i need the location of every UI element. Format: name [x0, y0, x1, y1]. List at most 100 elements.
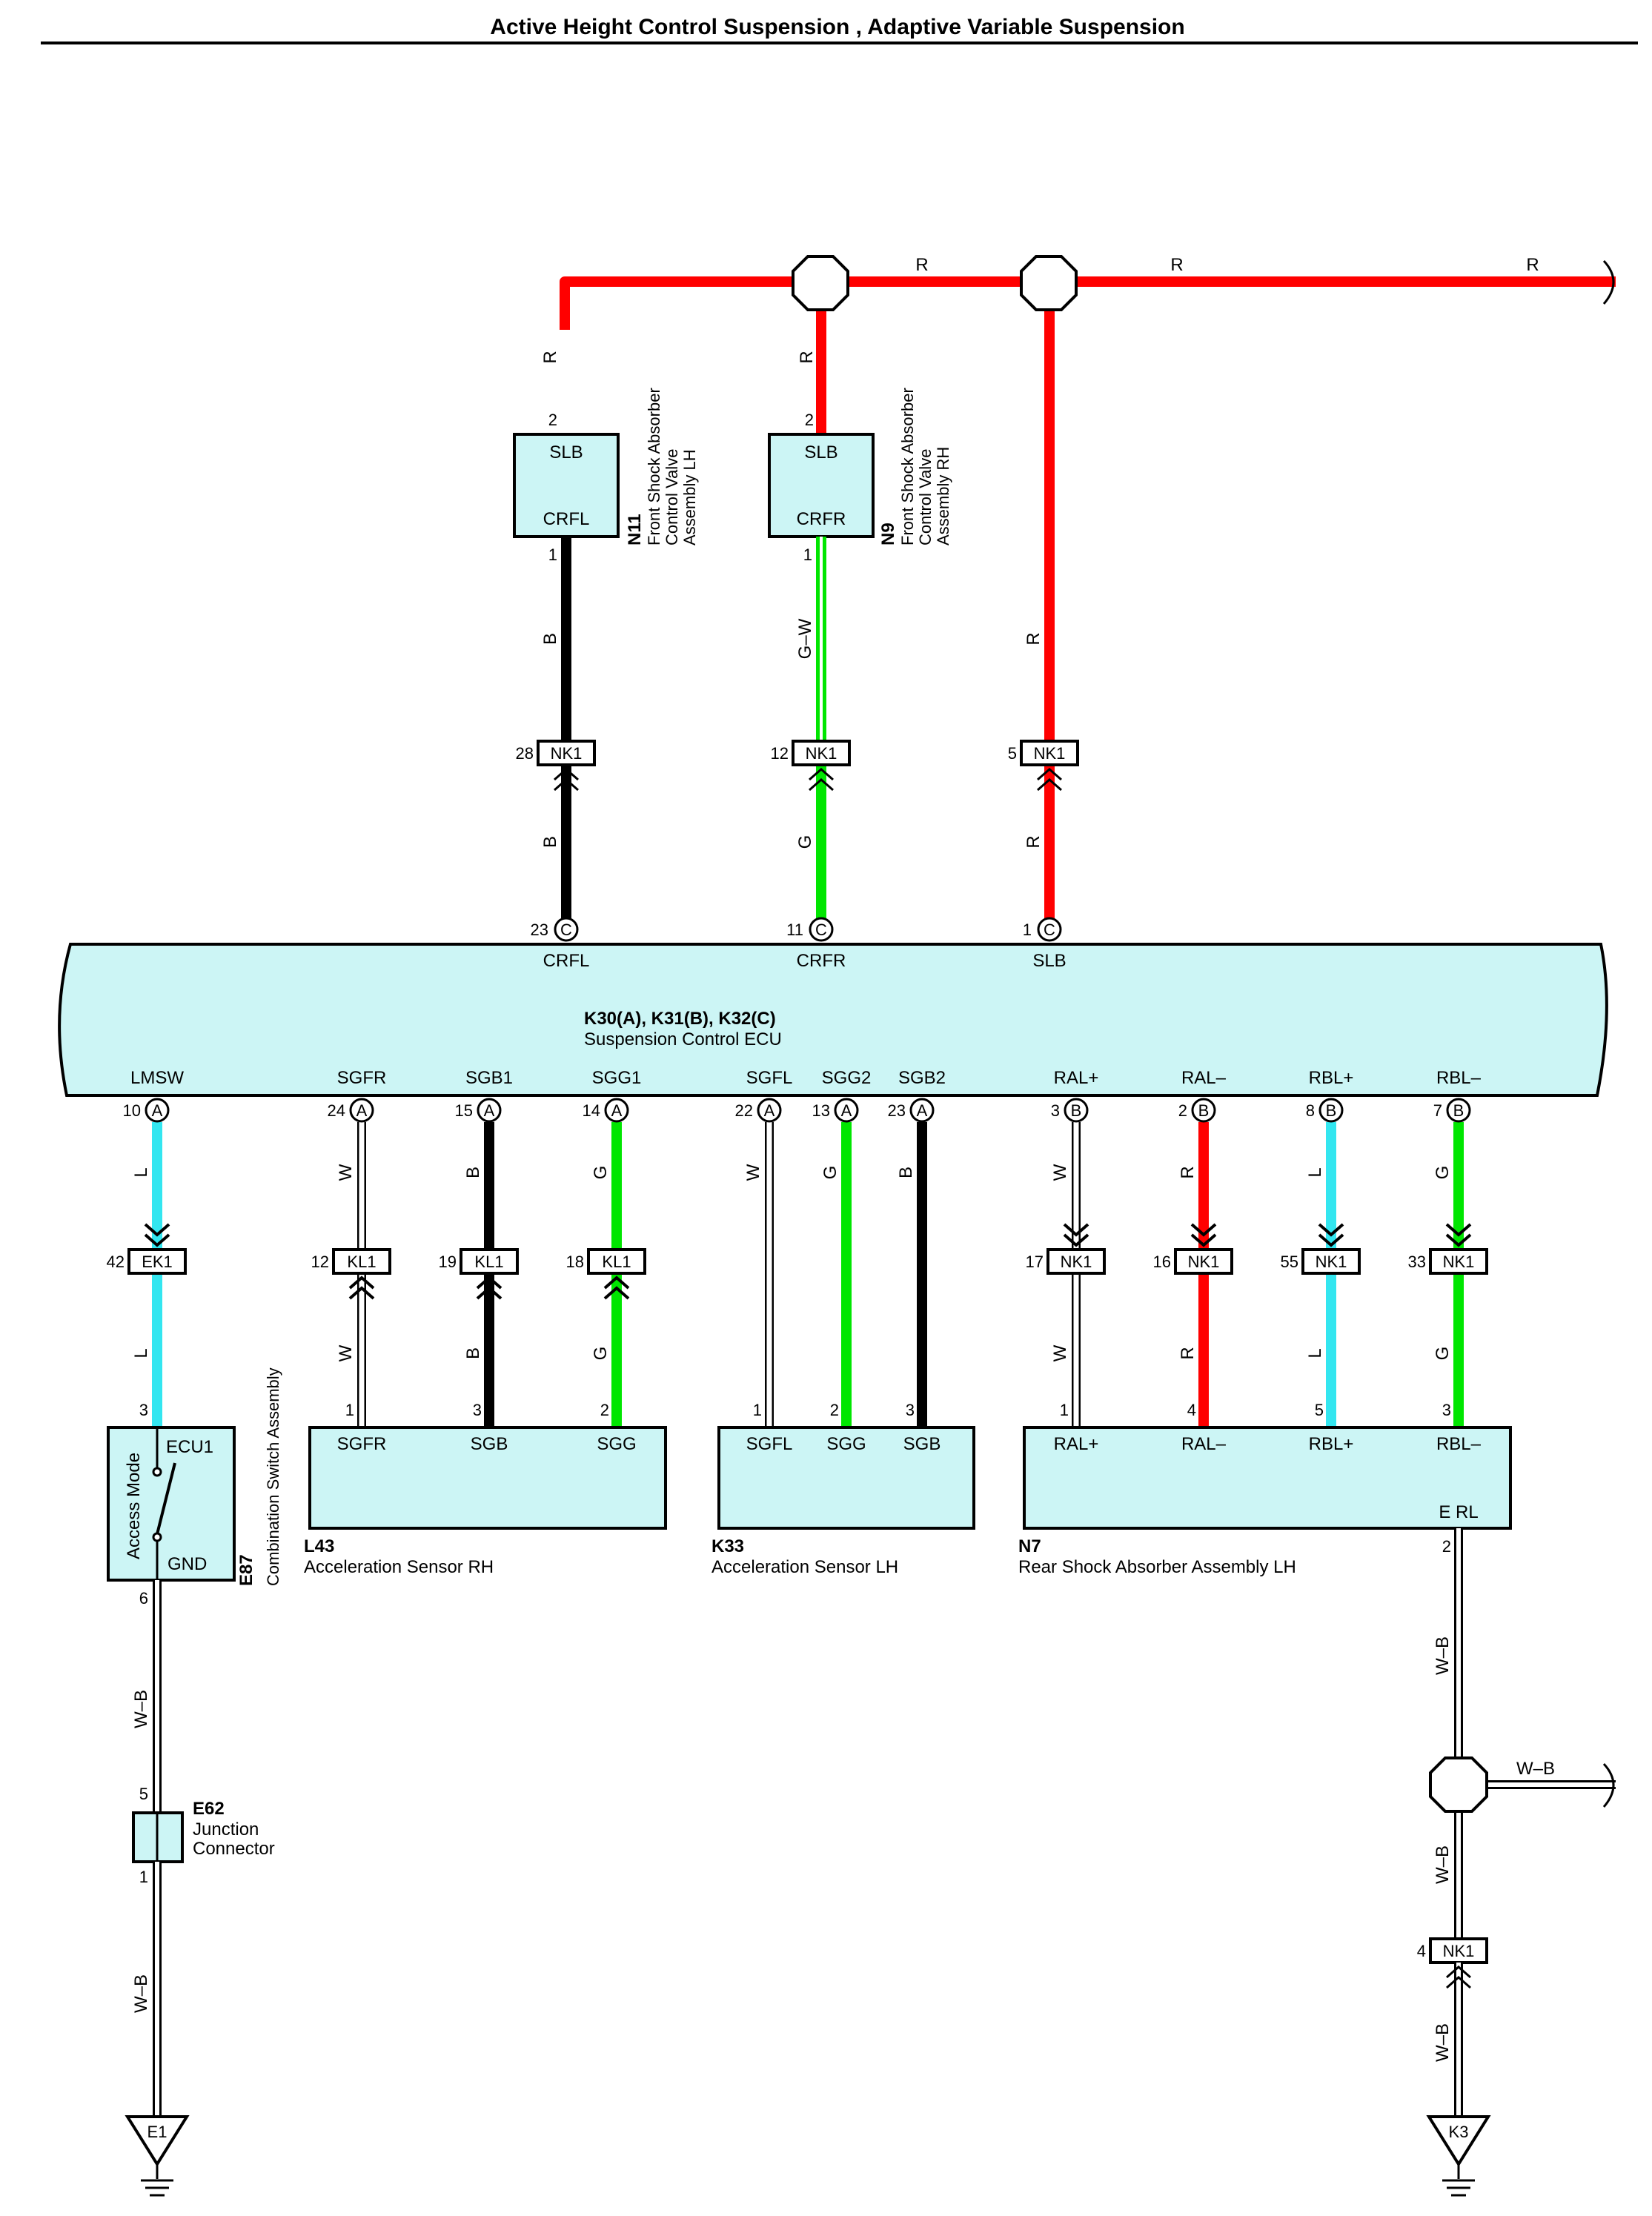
ecu-code: K30(A), K31(B), K32(C): [584, 1009, 776, 1029]
connector-name: NK1: [1316, 1253, 1347, 1271]
connector-name: KL1: [474, 1253, 503, 1271]
terminal-label: RAL–: [1181, 1434, 1227, 1454]
connector-name: NK1: [806, 744, 837, 763]
wire-color-label: R: [1024, 835, 1044, 848]
terminal-label: SGG: [597, 1434, 636, 1454]
component-name: Control Valve: [663, 449, 681, 545]
ground-triangle: [1426, 2115, 1491, 2167]
valve-n9: R 2 SLB CRFR N9 Front Shock Absorber Con…: [768, 351, 952, 741]
terminal-label: SLB: [1032, 951, 1066, 971]
pin-number: 16: [1153, 1253, 1171, 1271]
wire-color-label: G: [1433, 1347, 1453, 1361]
pin-number: 12: [771, 744, 789, 763]
terminal-label: RBL–: [1436, 1434, 1482, 1454]
terminal-label: SGB: [471, 1434, 508, 1454]
pin-circle: [834, 1098, 859, 1123]
wire-color-label: B: [540, 633, 560, 645]
connector-letter: A: [764, 1101, 775, 1120]
terminal-label: SGB: [903, 1434, 941, 1454]
connector-letter: A: [356, 1101, 368, 1120]
ecu-box: [58, 943, 1608, 1097]
ecu-name: Suspension Control ECU: [584, 1029, 782, 1049]
sensor-l43: 1 3 2 SGFR SGB SGG L43 Acceleration Sens…: [304, 1401, 667, 1577]
pin-number: 14: [583, 1101, 600, 1120]
terminal-label: SGG1: [592, 1068, 642, 1088]
connector-arrow: [144, 1223, 170, 1247]
switch-e87: 3 ECU1 GND Access Mode E87 Combination S…: [107, 1367, 282, 1608]
connector-arrow: [1446, 1965, 1471, 1989]
connector-arrow: [476, 1275, 502, 1300]
ground-label: E1: [147, 2123, 167, 2141]
connector-arrow: [1318, 1223, 1344, 1247]
pin-number: 11: [786, 920, 803, 939]
terminal-label: RAL+: [1054, 1434, 1099, 1454]
component-name: Front Shock Absorber: [645, 388, 663, 545]
connector-kl1: [332, 1248, 391, 1275]
pin-number: 1: [753, 1401, 762, 1419]
connector-nk1: [1429, 1937, 1488, 1964]
connector-name: NK1: [1188, 1253, 1220, 1271]
component-code: N11: [625, 514, 645, 545]
terminal-label: RBL+: [1309, 1434, 1354, 1454]
component-name: Acceleration Sensor RH: [304, 1557, 494, 1577]
pin-number: 17: [1026, 1253, 1044, 1271]
terminal-label: SGG: [826, 1434, 866, 1454]
connector-arrow: [554, 768, 579, 792]
wire-color-label: R: [1170, 255, 1183, 275]
pin-circle: [1446, 1098, 1471, 1123]
connector-kl1: [460, 1248, 519, 1275]
connector-name: KL1: [602, 1253, 631, 1271]
terminal-label: SGFL: [746, 1434, 793, 1454]
switch-contact: [152, 1467, 162, 1477]
connector-nk1: [792, 740, 851, 766]
nk1-top-connectors: NK1 28 NK1 12 NK1 5 B G R: [516, 740, 1079, 928]
wire-color-label: G: [591, 1166, 611, 1180]
pin-number: 24: [328, 1101, 345, 1120]
pin-number: 42: [107, 1253, 125, 1271]
wire-color-label: G–W: [795, 618, 815, 659]
switch-e87-box: [107, 1426, 236, 1582]
pin-number: 3: [473, 1401, 482, 1419]
pin-circle: [1037, 917, 1062, 942]
terminal-label: CRFR: [797, 951, 846, 971]
ecu-bottom-pins: LMSWA10LSGFRA24WSGB1A15BSGG1A14GSGFLA22W…: [123, 1068, 1482, 1181]
pin-number: 6: [139, 1589, 148, 1608]
connector-letter: A: [841, 1101, 852, 1120]
component-name: Assembly LH: [680, 449, 699, 545]
top-power-bus: R R R: [560, 255, 1616, 934]
component-name: Assembly RH: [934, 447, 952, 545]
pin-number: 12: [311, 1253, 329, 1271]
pin-number: 55: [1281, 1253, 1298, 1271]
splice-point-3: [1429, 1756, 1488, 1813]
wire-color-label: L: [131, 1348, 151, 1358]
connector-letter: C: [815, 920, 827, 939]
pin-circle: [477, 1098, 502, 1123]
component-name: Connector: [193, 1839, 275, 1859]
sensor-l43-box: [308, 1426, 667, 1530]
component-name: Front Shock Absorber: [898, 388, 917, 545]
wire-color-label: L: [1305, 1167, 1325, 1177]
terminal-label: SGB1: [465, 1068, 513, 1088]
pin-number: 2: [830, 1401, 839, 1419]
pin-number: 4: [1187, 1401, 1196, 1419]
pin-circle: [757, 1098, 782, 1123]
suspension-ecu: CRFL CRFR SLB K30(A), K31(B), K32(C) Sus…: [58, 943, 1608, 1097]
ground-path-e1: W–B 5 E62 Junction Connector 1 W–B E1: [125, 1580, 275, 2197]
pin-number: 5: [139, 1785, 148, 1803]
rear-absorber-box: [1023, 1426, 1512, 1530]
terminal-label: CRFL: [543, 951, 590, 971]
wire-color-label: L: [131, 1167, 151, 1177]
pin-number: 19: [439, 1253, 457, 1271]
terminal-label: SGB2: [898, 1068, 946, 1088]
pin-number: 10: [123, 1101, 141, 1120]
component-code: K33: [711, 1536, 744, 1556]
connector-letter: A: [152, 1101, 163, 1120]
pin-number: 4: [1417, 1942, 1426, 1960]
connector-arrow: [603, 1275, 630, 1300]
connector-nk1: [1174, 1248, 1233, 1275]
wire-color-label: R: [1178, 1166, 1198, 1178]
wire-color-label: W: [336, 1164, 356, 1181]
terminal-label: GND: [167, 1554, 207, 1574]
